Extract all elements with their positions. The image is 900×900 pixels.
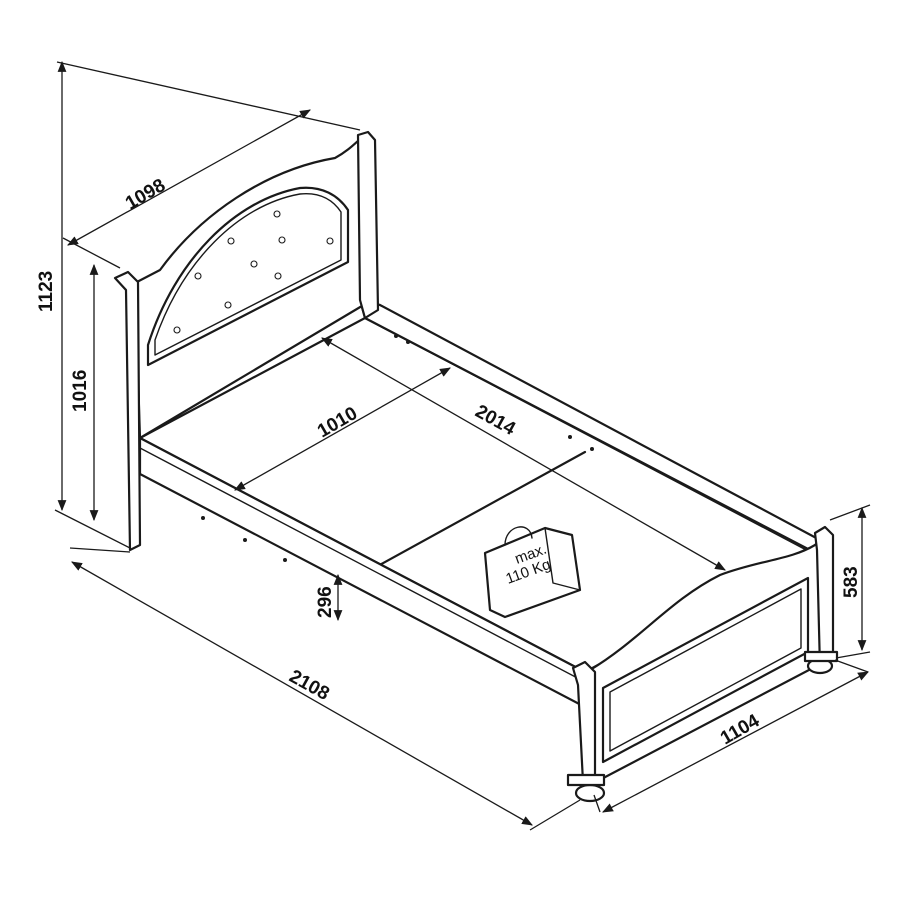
- headboard-left-post: [113, 270, 142, 552]
- dim-side-height: 1016: [70, 370, 91, 412]
- dim-total-length: 2108: [286, 666, 333, 705]
- dim-total-width: 1104: [717, 710, 764, 749]
- footboard-left-post: [571, 660, 597, 784]
- tufting-button: [224, 301, 232, 309]
- tufting-button: [273, 210, 281, 218]
- dim-frame-height: 296: [315, 586, 336, 618]
- dim-footboard-height: 583: [841, 566, 862, 598]
- dim-headboard-width: 1098: [122, 175, 169, 214]
- tufting-button: [227, 237, 235, 245]
- dimension-labels: 1098 1123 1016 1010 2014 296 2108 1104 5…: [36, 175, 862, 749]
- dim-total-height: 1123: [36, 271, 57, 312]
- headboard-right-post: [356, 130, 380, 320]
- tufting-button: [250, 260, 258, 268]
- tufting-button: [173, 326, 181, 334]
- bed-foot-front: [574, 783, 606, 803]
- dimension-lines: [54, 60, 871, 831]
- tufting-button: [278, 236, 286, 244]
- tufting-button: [194, 272, 202, 280]
- tufting-button: [326, 237, 334, 245]
- tufting-button: [274, 272, 282, 280]
